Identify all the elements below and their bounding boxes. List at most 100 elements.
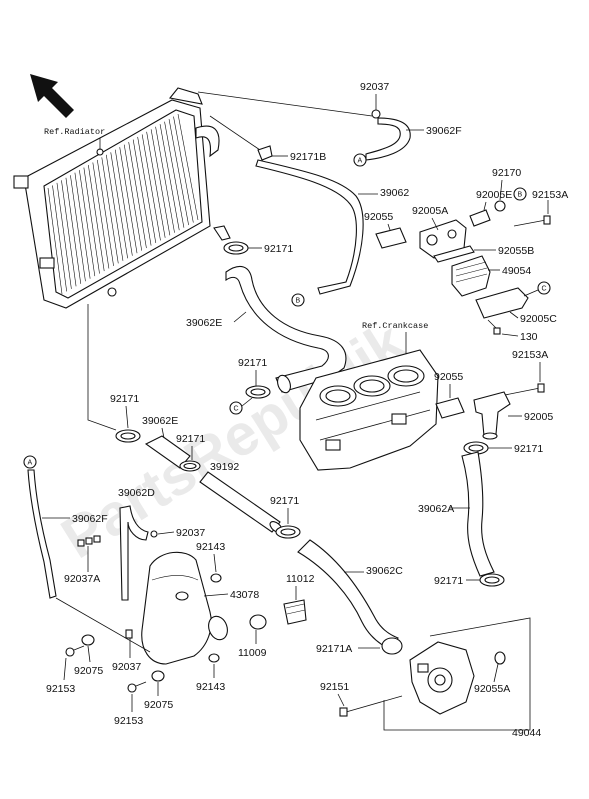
label-39062F-top: 39062F (426, 125, 462, 137)
hose-39062f-left (27, 469, 57, 599)
label-92171-lower: 92171 (514, 443, 543, 455)
cover-92005c (475, 287, 529, 319)
radiator (13, 87, 231, 309)
radiator-fin (114, 149, 133, 256)
cap-92170 (494, 200, 506, 212)
front-direction-arrow-icon (30, 74, 74, 118)
clip-92037-mid (150, 530, 158, 538)
marker-a-left: A (23, 455, 37, 469)
label-92151: 92151 (320, 681, 349, 693)
reservoir-tank-43078 (141, 551, 228, 665)
hose-39062a (461, 451, 495, 577)
label-92153A-mid: 92153A (512, 349, 548, 361)
gasket-92055-top (375, 227, 407, 249)
radiator-fin (132, 139, 152, 246)
clamp-92171-b (179, 460, 201, 472)
label-130: 130 (520, 331, 538, 343)
radiator-fin (79, 170, 96, 277)
radiator-fin (47, 187, 63, 295)
label-92037-top: 92037 (360, 81, 389, 93)
label-92171B: 92171B (290, 151, 326, 163)
label-92055-top: 92055 (364, 211, 393, 223)
radiator-fin (52, 185, 67, 292)
radiator-fin (105, 154, 124, 261)
label-92143-top: 92143 (196, 541, 225, 553)
marker-c-right: C (537, 281, 551, 295)
clip-92037-bottom (125, 629, 133, 639)
hose-39062e-upper (225, 265, 347, 394)
grommet-92075-top (81, 634, 95, 646)
radiator-fin (61, 180, 77, 287)
label-92171-b: 92171 (176, 433, 205, 445)
radiator-fin (101, 157, 119, 264)
svg-text:B: B (518, 192, 523, 199)
label-49054: 49054 (502, 265, 531, 277)
bolt-92153a-top (513, 215, 551, 227)
label-92037-bottom: 92037 (112, 661, 141, 673)
label-92153A-top: 92153A (532, 189, 568, 201)
clamp-92171-right (275, 525, 301, 539)
svg-text:B: B (296, 298, 301, 305)
label-92005A: 92005A (412, 205, 448, 217)
bolt-92151 (339, 695, 403, 717)
gasket-11009 (249, 614, 267, 630)
bolt-92153-left (65, 645, 85, 657)
grommet-92143-top (210, 573, 222, 583)
clip-92171b (257, 145, 273, 161)
hose-39062e-mid (144, 435, 191, 469)
svg-text:A: A (28, 460, 33, 467)
water-pump-49044 (409, 641, 475, 715)
label-92005C: 92005C (520, 313, 557, 325)
oring-92055a (494, 651, 506, 665)
label-92075-bottom: 92075 (144, 699, 173, 711)
crankcase (299, 349, 439, 471)
radiator-fin (146, 131, 166, 238)
radiator-fin (137, 136, 157, 244)
label-92153-left: 92153 (46, 683, 75, 695)
label-92005E: 92005E (476, 189, 512, 201)
label-49044: 49044 (512, 727, 541, 739)
label-11009: 11009 (238, 647, 267, 659)
label-92037-mid: 92037 (176, 527, 205, 539)
label-39062E-mid: 39062E (142, 415, 178, 427)
clamp-92171-a (115, 429, 141, 443)
label-39062E-top: 39062E (186, 317, 222, 329)
grommet-92143-bottom (208, 653, 220, 663)
marker-c-left: C (229, 401, 243, 415)
radiator-fin (173, 116, 194, 223)
radiator-fin (123, 144, 143, 251)
thermostat-housing (419, 219, 475, 263)
label-39192: 39192 (210, 461, 239, 473)
radiator-fin (83, 167, 100, 274)
label-92170: 92170 (492, 167, 521, 179)
marker-a-top: A (353, 153, 367, 167)
label-39062: 39062 (380, 187, 409, 199)
label-39062D: 39062D (118, 487, 155, 499)
radiator-fin (97, 159, 114, 266)
radiator-fin (92, 162, 110, 269)
label-92171-c: 92171 (434, 575, 463, 587)
marker-b-right: B (513, 187, 527, 201)
radiator-fin (110, 152, 128, 259)
label-92005: 92005 (524, 411, 553, 423)
label-43078: 43078 (230, 589, 259, 601)
hose-39062d (119, 505, 149, 601)
label-92037A: 92037A (64, 573, 100, 585)
label-11012: 11012 (286, 573, 315, 585)
radiator-fin (74, 172, 91, 279)
grommet-92075-bottom (151, 670, 165, 682)
radiator-fin (65, 177, 82, 284)
bolt-92153a-mid (499, 383, 545, 397)
svg-text:C: C (542, 286, 547, 293)
clamp-92171-radiator (223, 241, 249, 255)
radiator-fin (128, 142, 147, 249)
label-92075-top: 92075 (74, 665, 103, 677)
marker-b-mid: B (291, 293, 305, 307)
svg-text:A: A (358, 158, 363, 165)
radiator-fin (150, 129, 171, 236)
hose-39062c (297, 539, 399, 651)
thermostat-49054 (451, 255, 491, 297)
radiator-fin (70, 175, 86, 282)
svg-text:C: C (234, 406, 239, 413)
